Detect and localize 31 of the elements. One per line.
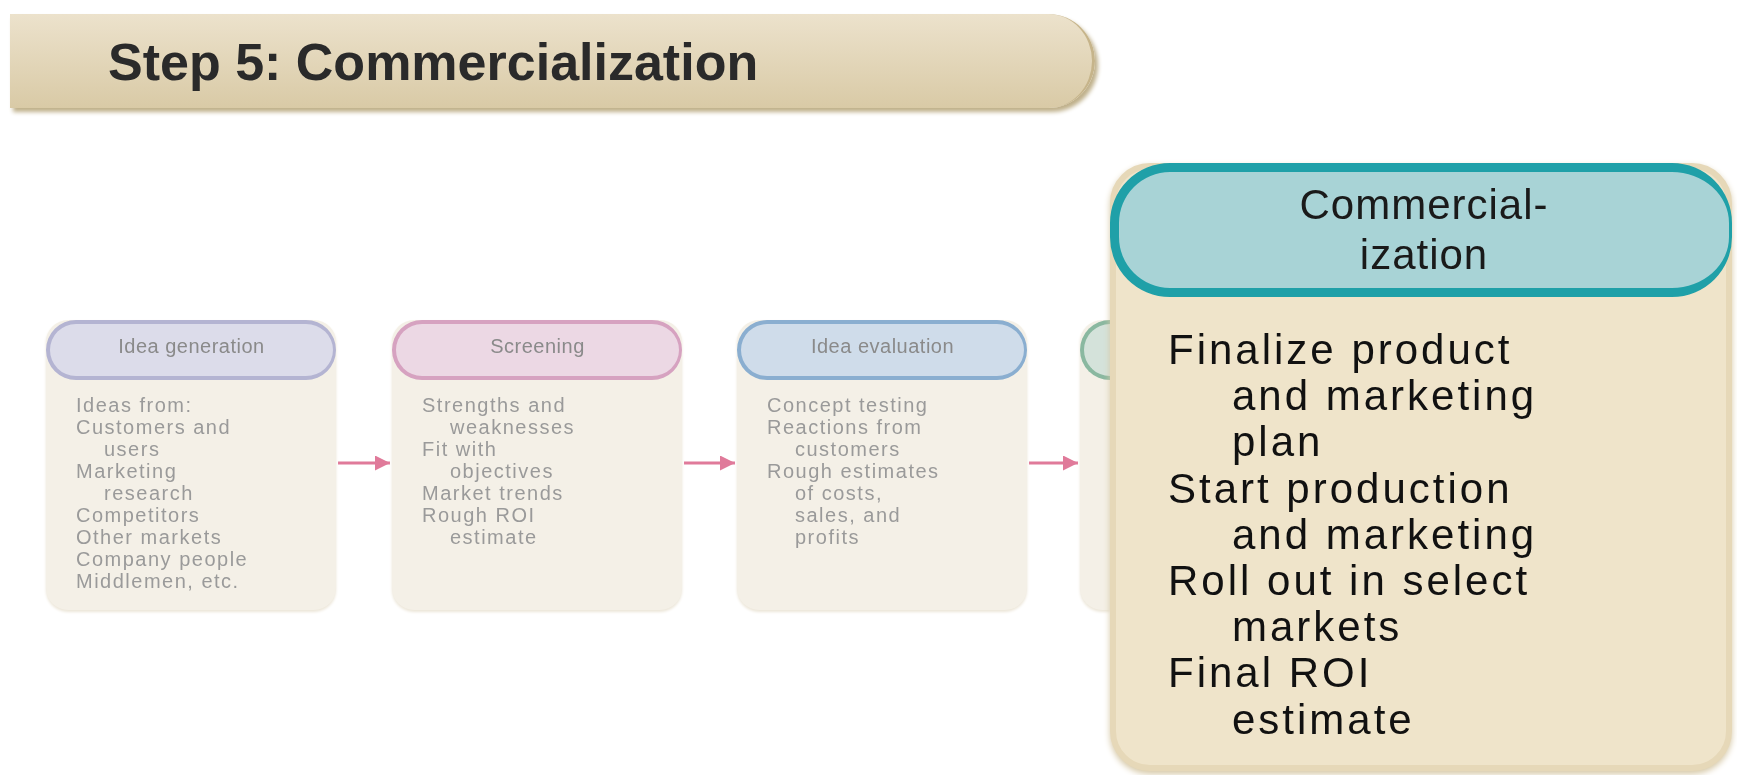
list-item: Rough estimates of costs, sales, and profits: [767, 460, 941, 548]
stage-heading: Commercial- ization: [1110, 163, 1732, 297]
list-item: Other markets: [76, 526, 224, 548]
list-item: Ideas from:: [76, 394, 194, 416]
stage-card: [1110, 163, 1732, 771]
list-item: Concept testing: [767, 394, 930, 416]
stage-heading: Idea generation: [46, 320, 336, 380]
list-item: Reactions from customers: [767, 416, 924, 460]
list-item: Customers and users: [76, 416, 233, 460]
list-item: Marketing research: [76, 460, 195, 504]
list-item: Start production and marketing: [1168, 465, 1539, 558]
list-item: Finalize product and marketing plan: [1168, 327, 1539, 466]
list-item: Roll out in select markets: [1168, 557, 1531, 651]
list-item: Final ROI estimate: [1168, 650, 1416, 743]
arrow: [1029, 455, 1078, 471]
arrow: [338, 455, 390, 471]
list-item: Middlemen, etc.: [76, 570, 241, 592]
stage-heading: Screening: [392, 320, 682, 380]
arrow: [684, 455, 735, 471]
list-item: Strengths and weaknesses: [422, 394, 577, 438]
stage-heading: Idea evaluation: [737, 320, 1027, 380]
list-item: Rough ROI estimate: [422, 504, 539, 548]
list-item: Market trends: [422, 482, 565, 504]
process-card: [46, 320, 336, 610]
list-item: Company people: [76, 548, 250, 570]
process-card: [392, 320, 682, 610]
list-item: Competitors: [76, 504, 202, 526]
process-card: [737, 320, 1027, 610]
list-item: Fit with objectives: [422, 438, 555, 482]
diagram-title: Step 5: Commercialization: [108, 32, 759, 92]
process-card: [1080, 320, 1110, 610]
